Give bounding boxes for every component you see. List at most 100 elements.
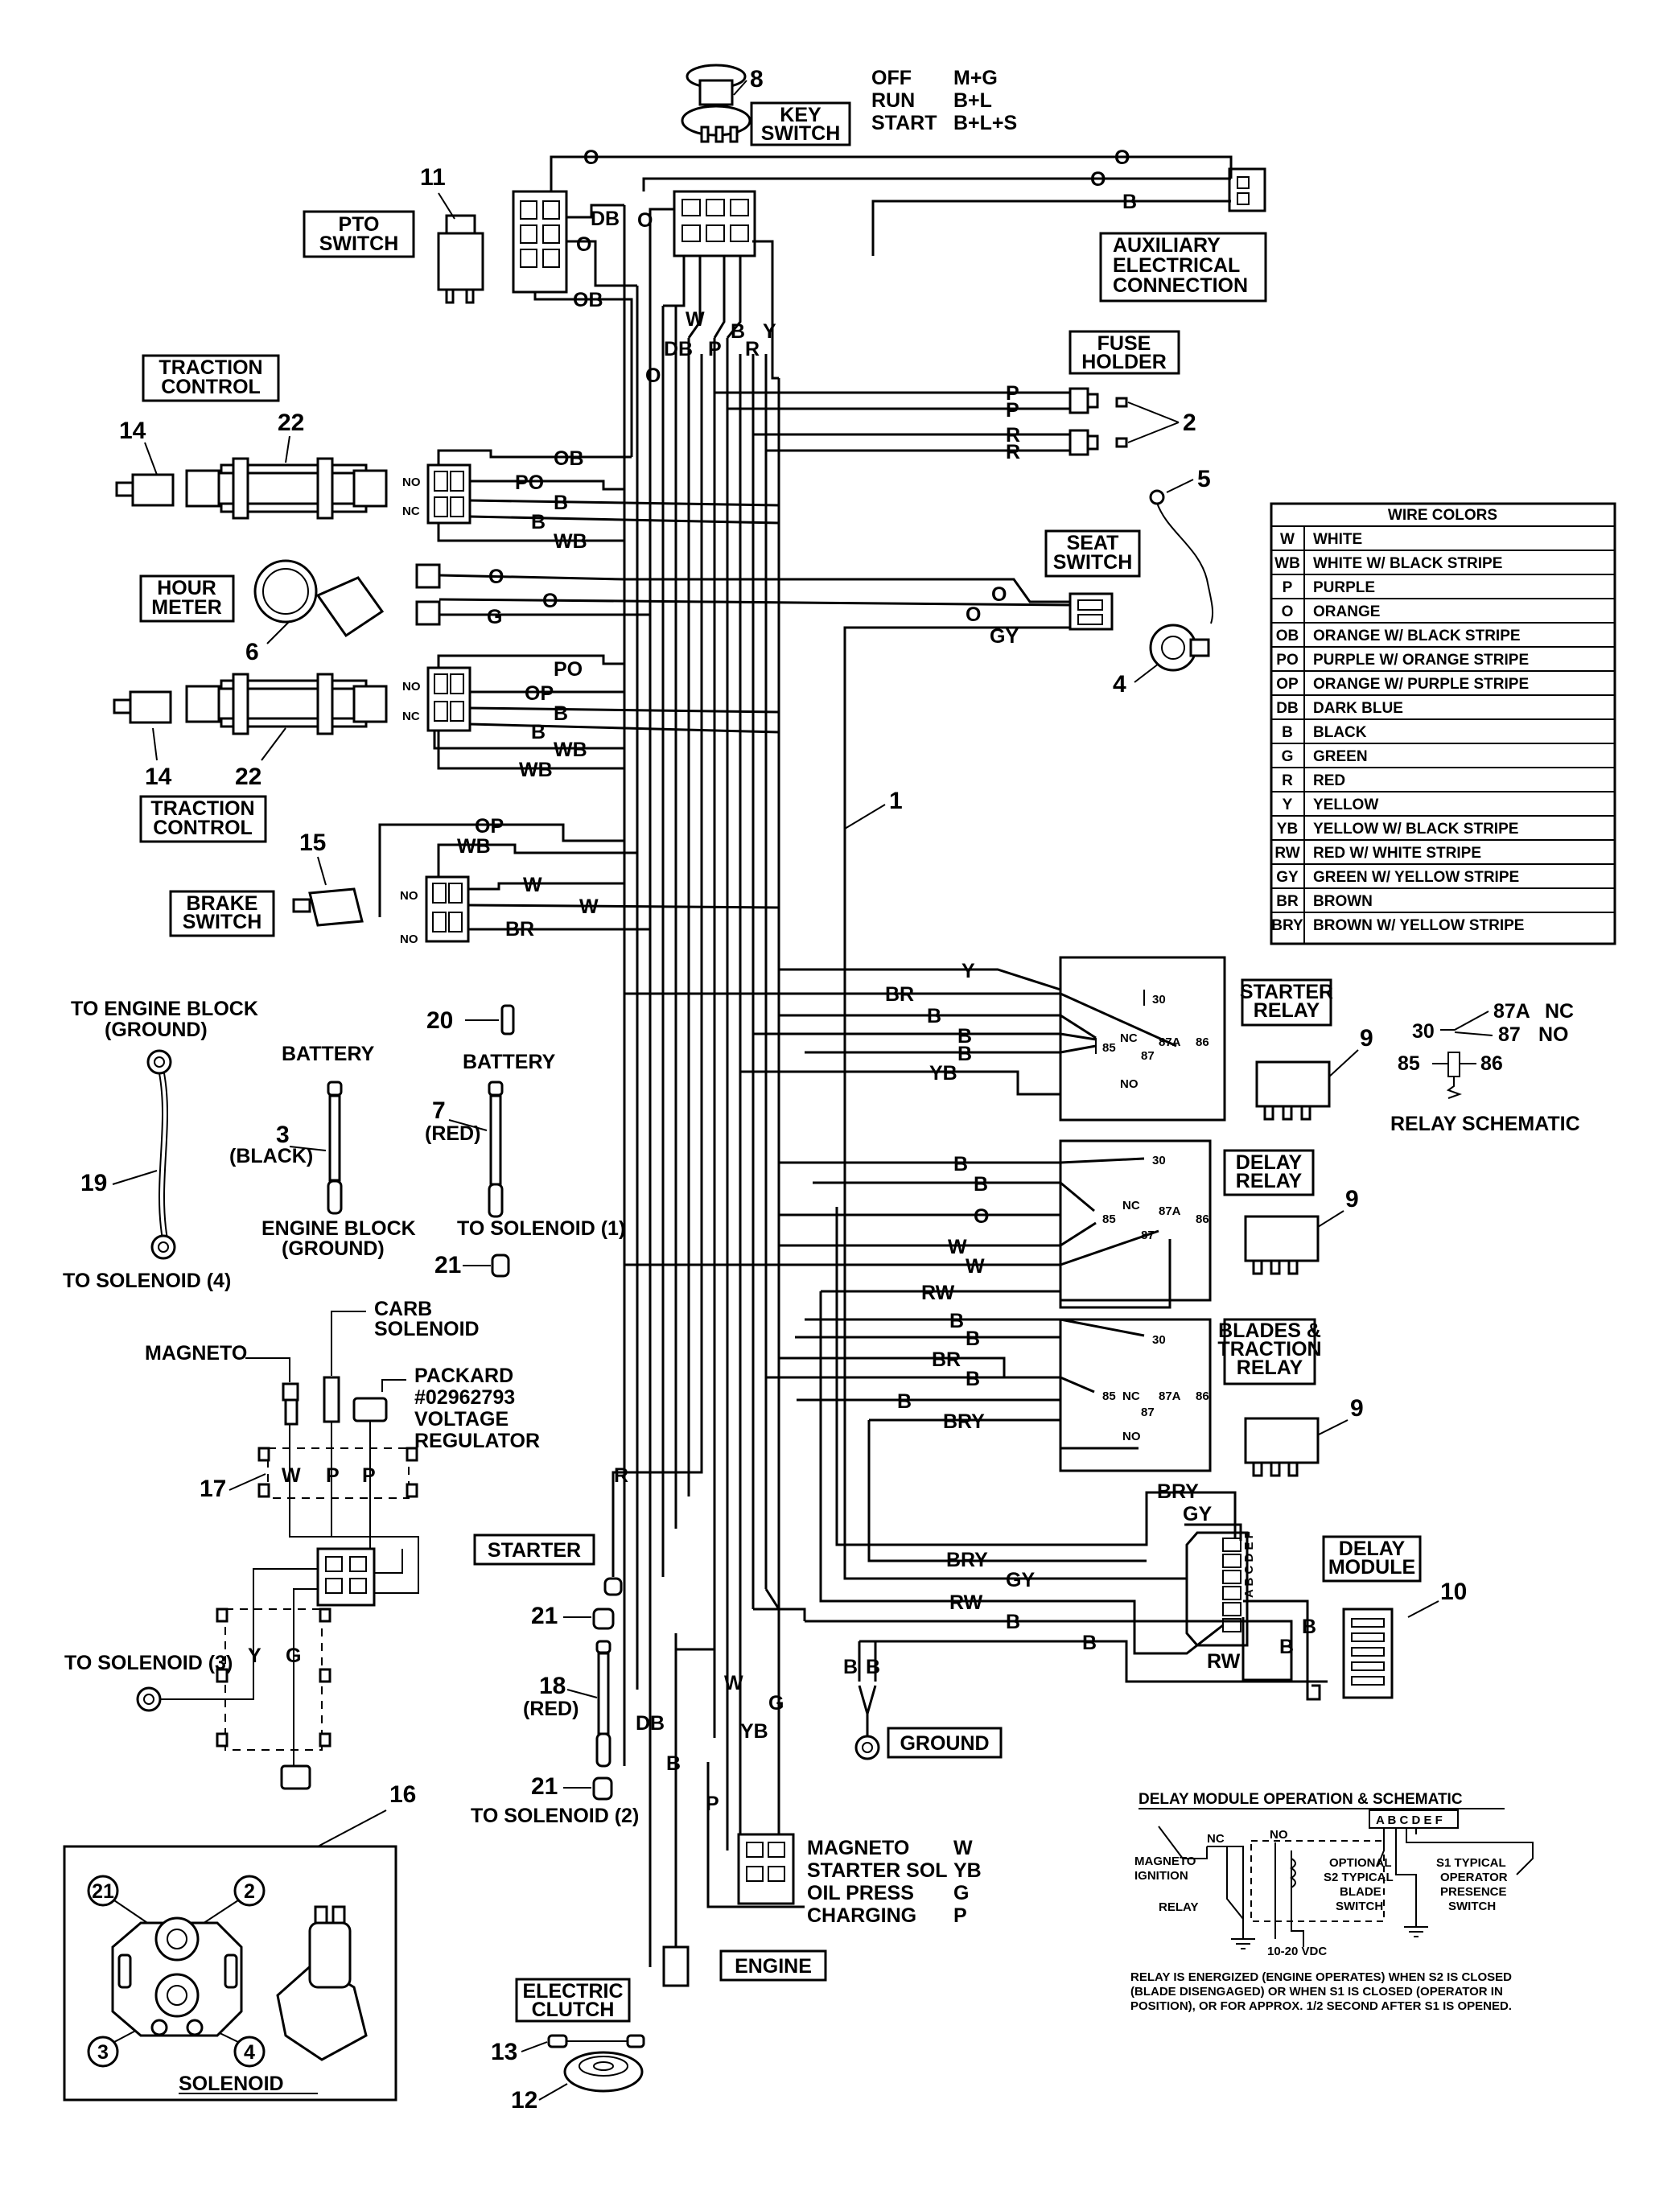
sr-t30: 30 <box>1152 993 1166 1007</box>
wire-label-wb-t2: WB <box>554 739 587 761</box>
to-solenoid-4: TO SOLENOID (4) <box>63 1270 231 1292</box>
wire-label-b-g2: B <box>866 1656 880 1678</box>
hour-meter: HOUR METER 6 O O G <box>139 559 1071 665</box>
dr-t86: 86 <box>1196 1212 1209 1226</box>
starter-relay-label-2: RELAY <box>1254 999 1320 1022</box>
wire-label-b-t4: B <box>531 721 546 743</box>
wire-label-y-key: Y <box>763 320 776 343</box>
wire-label-o-key: O <box>637 209 653 232</box>
wire-color-name: GREEN W/ YELLOW STRIPE <box>1313 869 1519 886</box>
wire-label-db-cl: DB <box>636 1712 665 1735</box>
wire-color-name: YELLOW <box>1313 797 1378 813</box>
dr-t30: 30 <box>1152 1154 1166 1167</box>
sol-term-1: 21 <box>92 1880 114 1903</box>
key-switch-callout: 8 <box>750 66 764 93</box>
wire-label-b-m1: B <box>1006 1611 1020 1633</box>
battery-right: BATTERY <box>463 1051 556 1073</box>
wire-label-r-f1: R <box>1006 424 1020 447</box>
wire-label-o1: O <box>583 146 599 169</box>
bt-t30: 30 <box>1152 1333 1166 1347</box>
wire-color-code: GY <box>1276 869 1299 886</box>
dm-note-1: RELAY IS ENERGIZED (ENGINE OPERATES) WHE… <box>1130 1970 1512 1984</box>
wire-label-o-pto: O <box>576 233 591 256</box>
wire-label-o-h1: O <box>488 566 504 588</box>
wire-label-w-dr2: W <box>966 1255 985 1278</box>
wire-label-b-cl: B <box>666 1752 681 1775</box>
dm-magneto-1: MAGNETO <box>1134 1855 1196 1868</box>
callout-6: 6 <box>245 639 259 665</box>
bt-t86: 86 <box>1196 1389 1209 1403</box>
engine-connector: W YB G P MAGNETO W STARTER SOL YB OIL PR… <box>674 1588 982 1982</box>
callout-9b: 9 <box>1345 1186 1359 1212</box>
seat-switch-label-2: SWITCH <box>1053 551 1133 574</box>
wire-label-yb-en: YB <box>740 1720 768 1743</box>
wire-color-code: R <box>1282 772 1293 789</box>
rs-title: RELAY SCHEMATIC <box>1390 1113 1580 1135</box>
to-engine-block-1: TO ENGINE BLOCK <box>71 998 258 1020</box>
engine-block-1: ENGINE BLOCK <box>261 1217 416 1240</box>
delay-module-label-1: DELAY <box>1339 1538 1406 1560</box>
wire-label-b-aux: B <box>1122 191 1137 213</box>
pto-switch: 11 PTO SWITCH <box>303 164 484 304</box>
dm-s2-4: SWITCH <box>1336 1900 1383 1913</box>
key-switch: 8 KEY SWITCH OFF M+G RUN B+L START B+L+S <box>681 64 1017 146</box>
wire-label-bry-m1: BRY <box>1157 1480 1199 1503</box>
brake-switch: 15 BRAKE SWITCH NO NO OP WB W W BR <box>169 815 780 994</box>
callout-14b: 14 <box>145 764 172 790</box>
key-switch-label-1: KEY <box>780 104 821 126</box>
dm-s2-1: OPTIONAL <box>1329 1856 1392 1870</box>
dm-s2-3: BLADE <box>1340 1885 1381 1899</box>
wire-label-b-t3: B <box>554 702 568 725</box>
sr-t86: 86 <box>1196 1035 1209 1049</box>
wire-label-g-en: G <box>768 1692 784 1715</box>
wire-label-rw-m1: RW <box>949 1591 983 1614</box>
wire-label-rw-dr: RW <box>921 1282 955 1304</box>
bt-t87a: 87A <box>1159 1389 1181 1403</box>
dm-magneto-2: IGNITION <box>1134 1869 1188 1883</box>
dm-s1-2: OPERATOR <box>1440 1871 1508 1884</box>
sol-term-4: 4 <box>244 2041 255 2064</box>
sr-t85: 85 <box>1102 1041 1116 1055</box>
en-magneto: MAGNETO <box>807 1837 909 1859</box>
sr-nc: NC <box>1120 1031 1138 1045</box>
dm-nc: NC <box>1207 1832 1225 1846</box>
wire-color-code: BR <box>1276 893 1299 910</box>
wire-label-b-dr1: B <box>953 1153 968 1175</box>
delay-relay-label-1: DELAY <box>1236 1151 1303 1174</box>
wire-label-b-t1: B <box>554 492 568 514</box>
wire-label-ob-t: OB <box>554 447 584 470</box>
electric-clutch: DB B ELECTRIC CLUTCH 13 12 <box>491 1649 690 2114</box>
bt-t85: 85 <box>1102 1389 1116 1403</box>
hour-meter-label-1: HOUR <box>157 577 216 599</box>
bt-t87: 87 <box>1141 1406 1155 1419</box>
top-wiring: O O O B DB O OB O O W DB P B R Y <box>512 146 1266 457</box>
seat-switch-label-1: SEAT <box>1067 532 1119 554</box>
harness-leader <box>844 804 886 830</box>
wire-color-code: BRY <box>1271 917 1303 934</box>
sr-no: NO <box>1120 1077 1139 1091</box>
relay-schematic: 30 87A NC 87 NO 85 86 RELAY SCHEMATIC <box>1390 1000 1580 1135</box>
dm-pins: A B C D E F <box>1376 1813 1443 1827</box>
no-label-b1: NO <box>400 889 418 903</box>
callout-9c: 9 <box>1350 1395 1364 1422</box>
aux-label-2: ELECTRICAL <box>1113 254 1240 277</box>
key-pos-off-contacts: M+G <box>953 67 998 89</box>
wire-color-name: YELLOW W/ BLACK STRIPE <box>1313 821 1518 838</box>
dm-vdc: 10-20 VDC <box>1267 1945 1327 1958</box>
wire-color-code: PO <box>1276 652 1298 669</box>
vr-y: Y <box>248 1645 261 1667</box>
wire-label-o-s2: O <box>966 603 981 626</box>
wire-label-p-f2: P <box>1006 399 1019 422</box>
delay-module-pins: A B C D E F <box>1242 1531 1256 1598</box>
starter-label: STARTER <box>488 1539 581 1562</box>
wire-label-b-sr1: B <box>927 1005 941 1027</box>
delay-module: DELAY MODULE 10 A B C D E F BRY GY BRY G… <box>753 1207 1467 1701</box>
key-pos-run: RUN <box>871 89 915 112</box>
sol-term-3: 3 <box>97 2041 109 2064</box>
wire-label-op-t2: OP <box>525 682 554 705</box>
traction-control-top: TRACTION CONTROL 14 22 NO NC OB PO B B W… <box>115 354 780 553</box>
wire-label-b-g1: B <box>843 1656 858 1678</box>
wire-label-db-pto: DB <box>591 208 620 230</box>
callout-22a: 22 <box>278 410 304 436</box>
